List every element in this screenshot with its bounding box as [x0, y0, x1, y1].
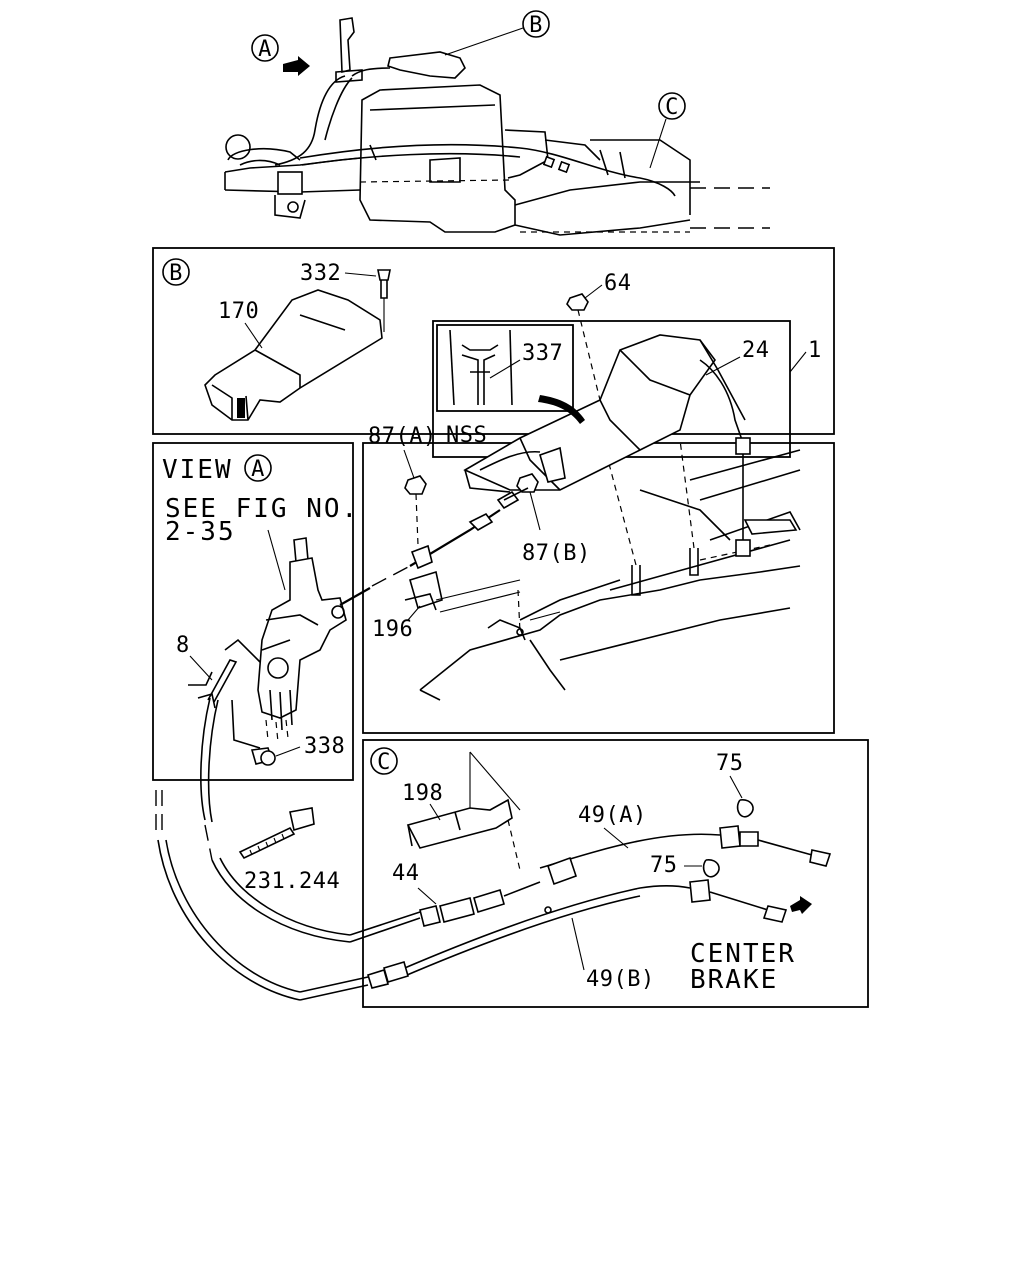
part-332-clip [377, 269, 391, 332]
part-64-nut [566, 293, 601, 401]
part-75-clip-lower [702, 859, 720, 878]
rear-cable-49a [539, 825, 832, 886]
label-87a: 87(A) [368, 424, 437, 449]
label-44: 44 [392, 861, 420, 886]
label-nss: NSS [446, 423, 487, 448]
nss-pointer-swoosh [538, 395, 585, 424]
cable-49b-outer-loop [155, 790, 409, 1001]
label-1: 1 [808, 338, 822, 363]
vehicle-overview-drawing [224, 17, 770, 236]
label-75-upper: 75 [716, 751, 744, 776]
detail-c-callout: C [370, 747, 398, 775]
label-332: 332 [300, 261, 341, 286]
label-75-lower: 75 [650, 853, 678, 878]
part-24-harness [699, 359, 751, 557]
callout-b-letter: B [529, 13, 543, 38]
callout-c-letter: C [665, 95, 679, 120]
label-49a: 49(A) [578, 803, 647, 828]
mounting-studs [599, 429, 699, 596]
center-brake-line2: BRAKE [690, 965, 778, 995]
label-87b: 87(B) [522, 541, 591, 566]
label-170: 170 [218, 299, 259, 324]
part-338-bolt [250, 747, 276, 766]
label-337: 337 [522, 341, 563, 366]
label-49b: 49(B) [586, 967, 655, 992]
callout-c-overview: C [649, 92, 686, 169]
detail-b-letter: B [169, 261, 183, 286]
part-231-244-tie-strap [238, 807, 315, 860]
callout-a-letter: A [258, 37, 272, 62]
label-8: 8 [176, 633, 190, 658]
part-87a-nut [404, 475, 427, 546]
nss-inset-drawing [449, 329, 513, 406]
callout-b-overview: B [444, 10, 550, 56]
part-87b-nut [516, 473, 539, 493]
label-231-244: 231.244 [244, 869, 340, 894]
view-a-frame [152, 442, 354, 781]
detail-b-frame [152, 247, 835, 435]
callout-a-overview: A [251, 34, 310, 76]
label-338: 338 [304, 734, 345, 759]
rear-cable-49b [399, 879, 788, 979]
part-8-cable-clip [188, 659, 238, 709]
view-a-title: VIEW [162, 455, 233, 485]
parking-brake-lever-mechanism [224, 537, 347, 749]
view-a-fig-number: 2-35 [165, 517, 236, 547]
part-170-console-cover [204, 289, 383, 421]
view-a-letter: A [251, 457, 265, 482]
part-44-cable [200, 697, 541, 943]
detail-c-frame [362, 739, 869, 1008]
label-196: 196 [372, 617, 413, 642]
label-198: 198 [402, 781, 443, 806]
part-198-bracket [406, 751, 521, 871]
part-75-clip-upper [736, 799, 754, 818]
center-brake-arrow [790, 896, 812, 914]
nss-inset-frame [436, 324, 574, 412]
part-196-bracket [404, 570, 521, 613]
detail-b-callout: B [162, 258, 190, 286]
view-a-callout: A [244, 454, 272, 482]
label-24: 24 [742, 338, 770, 363]
part-1-console-box [463, 334, 746, 493]
front-cable-assembly [339, 487, 529, 636]
detail-c-letter: C [377, 750, 391, 775]
center-brake-line1: CENTER [690, 939, 796, 969]
view-a-see-fig: SEE FIG NO. [165, 494, 359, 524]
label-64: 64 [604, 271, 632, 296]
